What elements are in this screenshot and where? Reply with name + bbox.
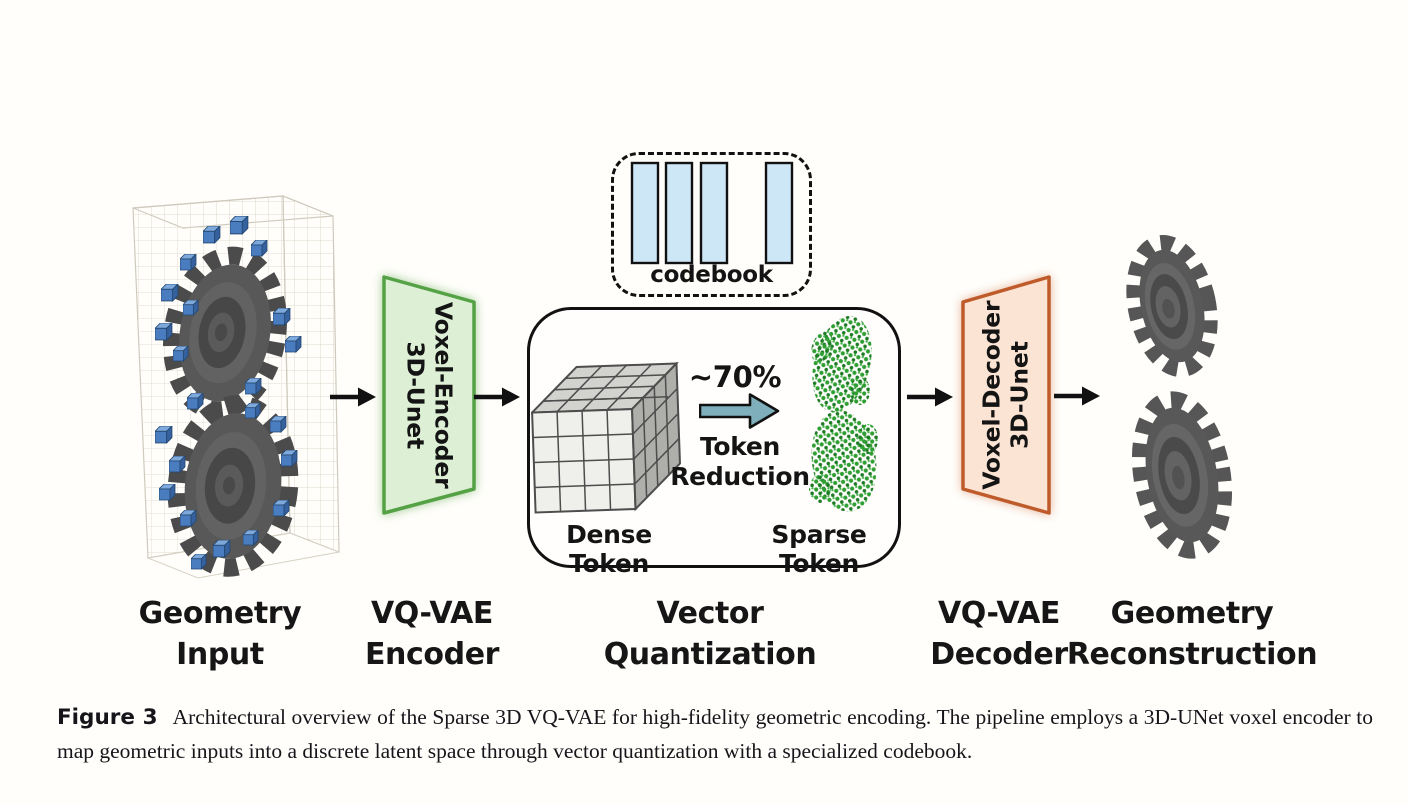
decoder-label-line2: 3D-Unet — [1006, 341, 1035, 449]
stage-label-line: Geometry — [138, 596, 302, 631]
encoder-label-wrap: Voxel-Encoder 3D-Unet — [381, 274, 477, 516]
codebook-entry-bar — [764, 161, 794, 265]
output-gear-top — [1126, 234, 1218, 378]
figure-number: Figure 3 — [57, 705, 158, 730]
codebook-entry-bar — [664, 161, 694, 265]
stage-label-line: Vector — [656, 596, 764, 631]
stage-label-geometry-input: Geometry Input — [100, 593, 340, 675]
dense-token-cube — [531, 362, 681, 514]
reduction-percent: ~70% — [688, 360, 782, 394]
stage-label-vector-quantization: Vector Quantization — [590, 593, 830, 675]
reduction-label-line2: Reduction — [670, 462, 810, 491]
output-gear-bottom — [1131, 391, 1233, 559]
stage-label-line: VQ-VAE — [370, 596, 494, 631]
encoder-label: Voxel-Encoder 3D-Unet — [401, 302, 457, 489]
sparse-token-cloud — [809, 315, 878, 512]
voxel-encoder-block — [382, 275, 476, 515]
caption-text: Architectural overview of the Sparse 3D … — [57, 705, 1373, 763]
dense-token-label: Dense Token — [566, 520, 652, 578]
voxel-decoder-block — [961, 275, 1051, 515]
decoder-label-line1: Voxel-Decoder — [977, 300, 1006, 490]
stage-label-line: Encoder — [364, 637, 500, 672]
token-reduction-arrow — [699, 393, 780, 429]
stage-label-geometry-reconstruction: Geometry Reconstruction — [1052, 593, 1332, 675]
codebook-entry-bar — [699, 161, 729, 265]
codebook-entries — [630, 161, 794, 265]
stage-label-line: Decoder — [930, 637, 1068, 672]
encoder-label-line1: Voxel-Encoder — [429, 301, 458, 489]
stage-label-line: Input — [176, 637, 264, 672]
vector-quantization-box: Dense Token ~70% Token Reduction — [527, 307, 901, 578]
geometry-input-render — [132, 195, 340, 579]
stage-label-line: Geometry — [1110, 596, 1274, 631]
stage-label-vqvae-encoder: VQ-VAE Encoder — [322, 593, 542, 675]
encoder-label-line2: 3D-Unet — [401, 341, 429, 449]
arrow-encoder-to-vq — [474, 387, 520, 407]
arrow-input-to-encoder — [330, 387, 376, 407]
stage-label-line: Quantization — [603, 637, 817, 672]
decoder-label: Voxel-Decoder 3D-Unet — [978, 300, 1034, 489]
codebook-box: codebook — [611, 152, 812, 297]
codebook-entry-bar — [630, 161, 660, 265]
geometry-reconstruction-render — [1126, 234, 1233, 559]
input-gear-bottom — [167, 395, 299, 577]
stage-label-line: VQ-VAE — [937, 596, 1061, 631]
codebook-label: codebook — [650, 262, 773, 288]
arrow-vq-to-decoder — [907, 387, 953, 407]
stage-label-line: Reconstruction — [1066, 637, 1318, 672]
arrow-decoder-to-output — [1054, 386, 1100, 406]
encoder-trapezoid — [382, 275, 476, 515]
reduction-label-line1: Token — [699, 432, 781, 461]
decoder-label-wrap: Voxel-Decoder 3D-Unet — [960, 274, 1052, 516]
decoder-trapezoid — [961, 275, 1051, 515]
sparse-token-label: Sparse Token — [771, 520, 867, 578]
stage-label-vqvae-decoder: VQ-VAE Decoder — [889, 593, 1109, 675]
